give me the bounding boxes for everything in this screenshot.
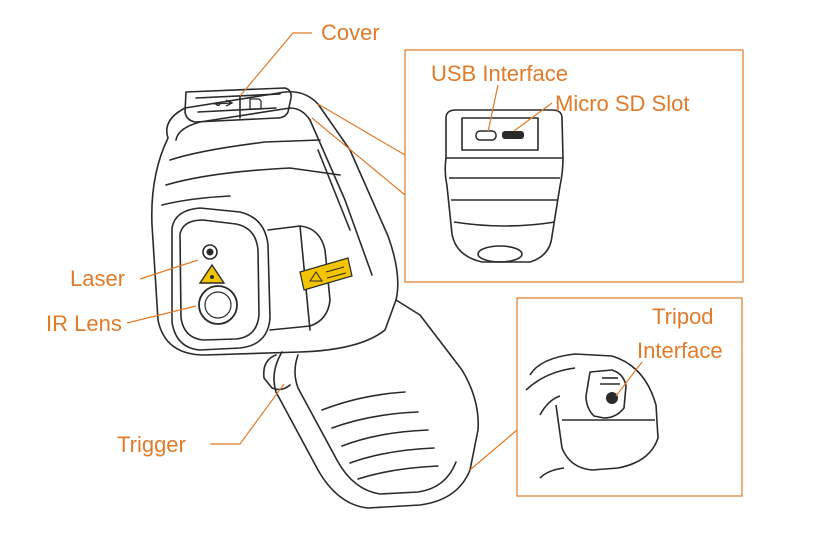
trigger-label: Trigger [117, 432, 186, 457]
laser-warning-icon [198, 263, 226, 284]
thermal-camera-body [151, 87, 479, 509]
tripod-interface-leader [615, 361, 643, 397]
usb-interface-leader [487, 84, 499, 133]
tripod-detail-frame [516, 297, 743, 497]
usb-sd-detail-device [444, 109, 564, 263]
micro-sd-slot-label: Micro SD Slot [555, 91, 690, 116]
tripod-label: Tripod [652, 304, 714, 329]
usb-icon [213, 99, 234, 107]
laser-leader [139, 259, 199, 280]
micro-sd-slot-leader [513, 102, 553, 132]
ir-lens [198, 285, 238, 325]
laser-emitter [202, 244, 218, 260]
interface-label: Interface [637, 338, 723, 363]
usb-interface-label: USB Interface [431, 61, 568, 86]
usb-port-icon [475, 130, 497, 141]
usb-detail-connector-bottom [311, 117, 406, 196]
laser-label: Laser [70, 266, 126, 291]
trigger-leader [210, 383, 285, 445]
usb-detail-connector-top [317, 103, 406, 156]
sd-card-icon [249, 98, 262, 110]
tripod-detail-device [525, 353, 659, 479]
usb-sd-detail-frame [404, 49, 744, 283]
tripod-detail-connector [469, 429, 518, 471]
ir-lens-label: IR Lens [46, 311, 122, 336]
tripod-mount-icon [606, 392, 618, 404]
cover-leader [239, 32, 312, 97]
ir-lens-leader [126, 305, 197, 324]
micro-sd-slot-icon [502, 131, 524, 139]
warning-label-sticker [299, 257, 353, 291]
cover-label: Cover [321, 20, 380, 45]
leader-lines [126, 32, 643, 471]
